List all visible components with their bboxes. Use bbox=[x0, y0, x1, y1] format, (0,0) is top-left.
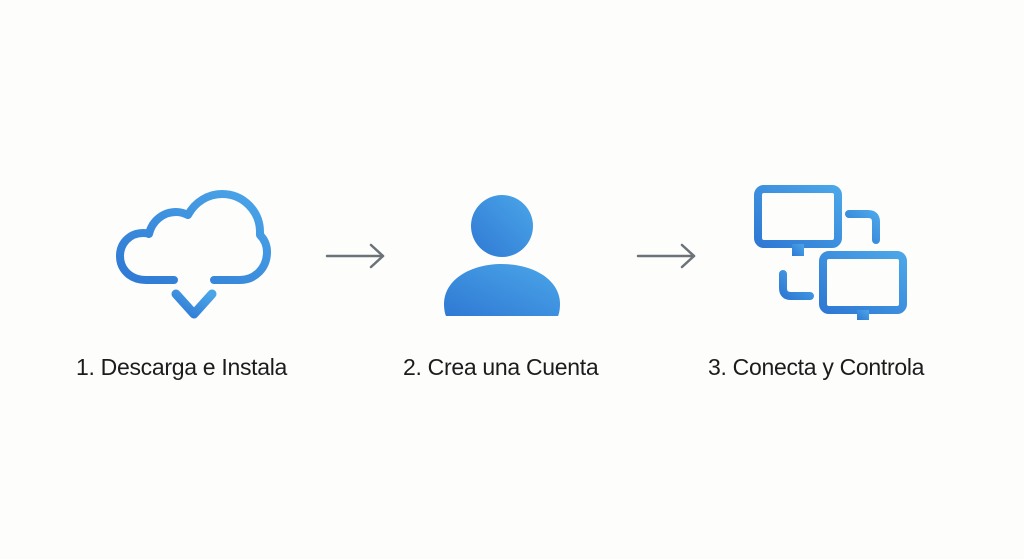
step-label: 1. Descarga e Instala bbox=[76, 354, 288, 380]
cloud-download-icon bbox=[116, 190, 271, 319]
arrow-right-icon bbox=[325, 243, 385, 269]
step-label: 2. Crea una Cuenta bbox=[403, 354, 599, 380]
arrow-right-icon bbox=[636, 243, 696, 269]
user-add-icon bbox=[444, 195, 580, 316]
step-label: 3. Conecta y Controla bbox=[708, 354, 925, 380]
remote-desktop-icon bbox=[754, 185, 907, 326]
